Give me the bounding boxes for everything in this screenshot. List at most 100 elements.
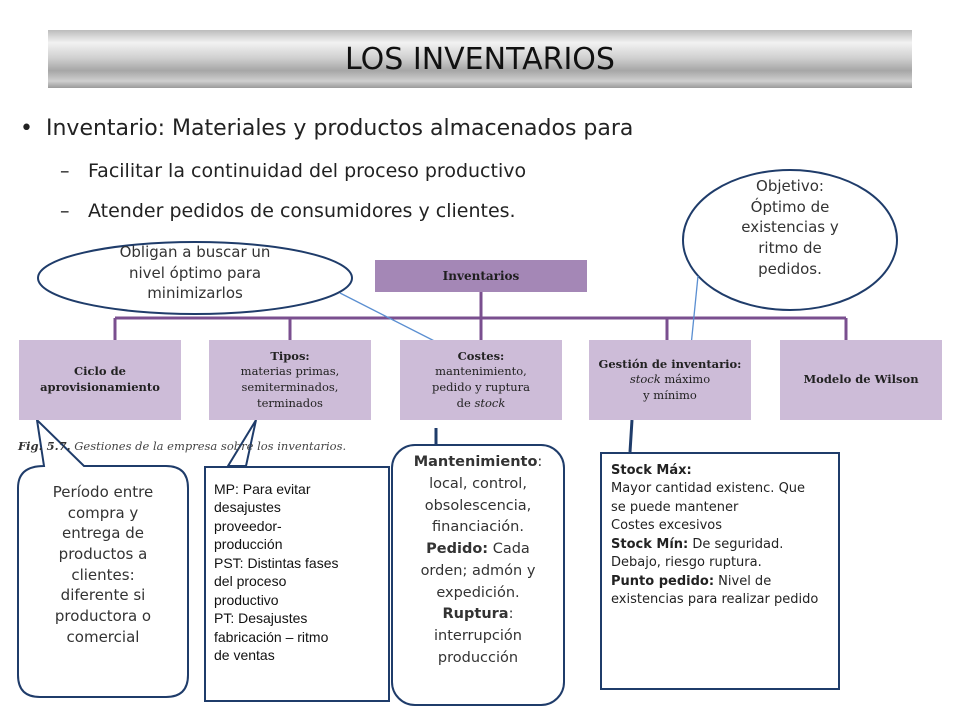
note-text: : bbox=[537, 454, 543, 470]
note-line: se puede mantener bbox=[611, 499, 739, 515]
note-text: Cada bbox=[488, 541, 530, 557]
ellipse-line: Objetivo: bbox=[756, 177, 824, 195]
figure-caption: Fig. 5.7. Gestiones de la empresa sobre … bbox=[18, 439, 346, 453]
box-line: terminados bbox=[257, 395, 323, 410]
sub-item-text: Atender pedidos de consumidores y client… bbox=[88, 200, 516, 222]
note-line: de ventas bbox=[214, 647, 275, 664]
note-text: De seguridad. bbox=[688, 536, 784, 552]
note-line: Stock Mín: De seguridad. bbox=[611, 536, 838, 554]
note-line: Pedido: Cada bbox=[393, 539, 563, 561]
note-line: existencias para realizar pedido bbox=[611, 592, 819, 608]
ellipse-line: existencias y bbox=[741, 218, 839, 237]
tick-mark bbox=[628, 419, 634, 453]
box-ciclo: Ciclo de aprovisionamiento bbox=[19, 340, 181, 420]
note-line: del proceso bbox=[214, 573, 287, 590]
ellipse-line: pedidos. bbox=[758, 259, 822, 278]
mp-note: MP: Para evitar desajustes proveedor- pr… bbox=[204, 466, 390, 702]
note-line: PST: Distintas fases bbox=[214, 554, 339, 571]
callout-line: entrega de bbox=[62, 524, 144, 543]
callout-line: comercial bbox=[66, 627, 140, 646]
note-line: productivo bbox=[214, 591, 279, 608]
box-line: materias primas, bbox=[240, 364, 340, 379]
callout-line: productora o bbox=[54, 607, 152, 626]
note-line: Ruptura: bbox=[393, 604, 563, 626]
box-title: Tipos: bbox=[270, 348, 310, 363]
note-line: financiación. bbox=[432, 519, 524, 536]
ellipse-line: minimizarlos bbox=[147, 284, 243, 303]
ellipse-line: Obligan a buscar un bbox=[119, 243, 271, 261]
callout-line: compra y bbox=[67, 503, 139, 522]
periodo-callout-shape bbox=[17, 417, 189, 698]
note-line: Mayor cantidad existenc. Que bbox=[611, 481, 806, 497]
box-line: semiterminados, bbox=[241, 380, 339, 394]
slide-title-text: LOS INVENTARIOS bbox=[345, 41, 615, 77]
ellipse-line: Óptimo de bbox=[750, 197, 830, 216]
box-tipos: Tipos: materias primas, semiterminados, … bbox=[209, 340, 371, 420]
figure-caption-text: Gestiones de la empresa sobre los invent… bbox=[74, 439, 347, 453]
figure-label: Fig. 5.7. bbox=[18, 439, 71, 453]
note-bold: Stock Máx: bbox=[611, 463, 692, 478]
box-wilson: Modelo de Wilson bbox=[780, 340, 942, 420]
note-bold: Stock Mín: bbox=[611, 536, 689, 552]
box-line: Modelo de Wilson bbox=[803, 372, 919, 387]
note-line: expedición. bbox=[436, 584, 520, 601]
note-line: PT: Desajustes bbox=[214, 610, 308, 627]
note-line: Costes excesivos bbox=[611, 518, 722, 534]
note-line: producción bbox=[214, 536, 283, 553]
note-line: Punto pedido: Nivel de bbox=[611, 573, 838, 591]
note-line: producción bbox=[437, 649, 519, 666]
top-box-label: Inventarios bbox=[442, 269, 520, 283]
note-line: fabricación – ritmo bbox=[214, 628, 329, 645]
note-line: desajustes bbox=[214, 499, 281, 516]
box-em: stock bbox=[474, 395, 506, 410]
stock-note: Stock Máx: Mayor cantidad existenc. Que … bbox=[600, 452, 840, 690]
dash-marker: – bbox=[60, 200, 70, 222]
box-line: aprovisionamiento bbox=[40, 380, 160, 394]
box-line: mantenimiento, bbox=[435, 364, 527, 379]
callout-line: productos a bbox=[58, 545, 148, 564]
box-line: y mínimo bbox=[643, 387, 697, 402]
callout-line: Período entre bbox=[52, 483, 154, 501]
box-gestion: Gestión de inventario: stock máximo y mí… bbox=[589, 340, 751, 420]
box-costes: Costes: mantenimiento, pedido y ruptura … bbox=[400, 340, 562, 420]
box-title: Gestión de inventario: bbox=[598, 356, 742, 371]
note-line: MP: Para evitar bbox=[214, 481, 311, 497]
slide-title: LOS INVENTARIOS bbox=[48, 30, 912, 88]
ellipse-line: nivel óptimo para bbox=[128, 263, 262, 282]
note-bold: Pedido: bbox=[426, 541, 489, 557]
diagram-top-box: Inventarios bbox=[375, 260, 587, 292]
note-line: local, control, bbox=[429, 475, 527, 492]
periodo-callout-text: Período entre compra y entrega de produc… bbox=[22, 482, 184, 648]
box-text: de bbox=[456, 395, 475, 410]
ellipse-right-shape bbox=[682, 169, 898, 311]
bullet-text: Inventario: Materiales y productos almac… bbox=[46, 116, 634, 141]
note-bold: Punto pedido: bbox=[611, 573, 715, 589]
ellipse-right-text: Objetivo: Óptimo de existencias y ritmo … bbox=[700, 176, 880, 279]
note-line: orden; admón y bbox=[420, 562, 536, 579]
callout-line: diferente si bbox=[60, 586, 146, 605]
ellipse-line: ritmo de bbox=[758, 239, 822, 258]
ellipse-left-shape bbox=[37, 241, 353, 315]
box-line: Ciclo de bbox=[74, 364, 126, 379]
connector-tree bbox=[113, 292, 848, 340]
box-line-last: de stock bbox=[432, 396, 530, 412]
note-line: Debajo, riesgo ruptura. bbox=[611, 555, 762, 571]
callout-line: clientes: bbox=[71, 565, 135, 584]
ellipse-left-text: Obligan a buscar un nivel óptimo para mi… bbox=[60, 242, 330, 304]
note-line: proveedor- bbox=[214, 517, 282, 534]
box-title: Costes: bbox=[457, 348, 505, 363]
note-text: Nivel de bbox=[714, 573, 772, 589]
note-bold: Ruptura bbox=[442, 606, 509, 623]
note-text: : bbox=[508, 606, 514, 623]
bullet-marker: • bbox=[20, 116, 33, 141]
sub-item-text: Facilitar la continuidad del proceso pro… bbox=[88, 160, 527, 182]
dash-marker: – bbox=[60, 160, 70, 182]
note-line: Mantenimiento: bbox=[393, 452, 563, 474]
box-line: pedido y ruptura bbox=[432, 380, 530, 394]
box-line: stock máximo bbox=[599, 372, 742, 388]
box-text: máximo bbox=[660, 372, 711, 387]
box-em: stock bbox=[629, 372, 661, 387]
note-line: interrupción bbox=[434, 628, 522, 644]
mantenimiento-note: Mantenimiento: local, control, obsolesce… bbox=[391, 444, 565, 706]
